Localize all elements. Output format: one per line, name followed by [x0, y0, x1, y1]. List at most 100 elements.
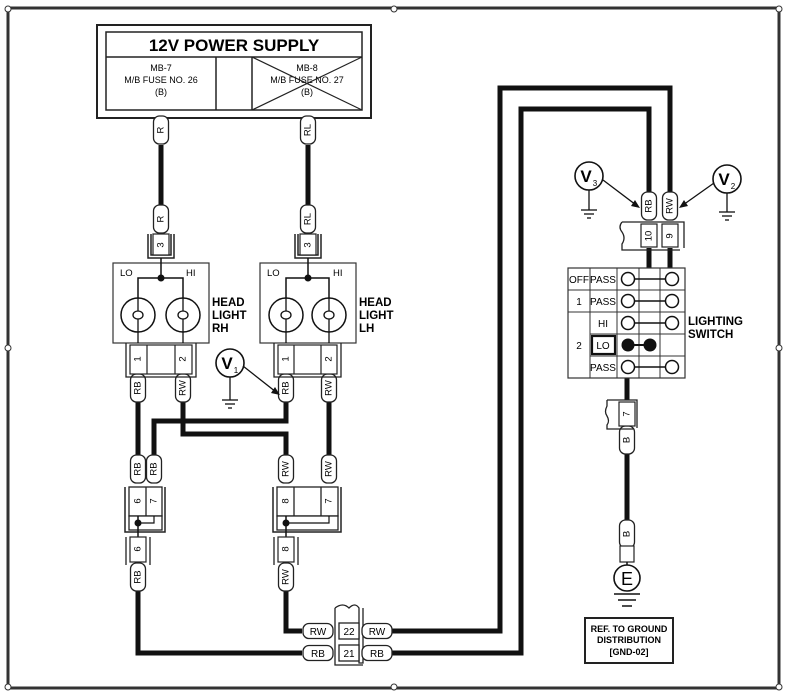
wire-terminal-rb: RB [129, 562, 147, 592]
joint-connector-rh: 6 7 6 [124, 486, 166, 565]
lighting-switch-name-1: LIGHTING [688, 316, 743, 328]
wire-rb-to-inline [135, 585, 302, 656]
voltmeter-v1: V 1 [215, 348, 280, 409]
joint-lh-pin-7: 7 [324, 498, 335, 503]
headlight-lh-hi-label: HI [333, 268, 343, 279]
connector-lh-out-pin-2: 2 [324, 356, 335, 361]
resize-handles[interactable] [4, 5, 783, 691]
connector-lh-out: 1 2 [273, 343, 342, 378]
joint-lh-pin-8: 8 [281, 498, 292, 503]
headlight-lh: LO HI HEAD LIGHT LH [259, 258, 394, 344]
fuse-right-line3: (B) [301, 87, 313, 97]
wire-color-label: RL [303, 213, 314, 225]
wire-color-label: RW [281, 461, 292, 477]
switch-position-off: OFF [569, 275, 589, 286]
wire-terminal-rw: RW [277, 562, 295, 592]
wire-color-label: RB [133, 462, 144, 475]
wire-color-label: RW [281, 569, 292, 585]
svg-text:3: 3 [593, 179, 598, 188]
switch-row-label: LO [596, 341, 610, 352]
switch-pin-9: 9 [665, 233, 676, 238]
wire-terminal-rb: RB [277, 373, 295, 403]
wire-color-label: RL [303, 124, 314, 136]
headlight-rh-lo-label: LO [120, 268, 133, 279]
wire-color-label: RW [665, 198, 676, 214]
wire-color-label: RW [324, 380, 335, 396]
wire-rb-to-switch [392, 106, 652, 656]
lighting-switch-name-2: SWITCH [688, 329, 733, 341]
resize-handle-bottom[interactable] [390, 683, 398, 691]
connector-lh-out-pin-1: 1 [281, 356, 292, 361]
headlight-rh-name-1: HEAD [212, 297, 245, 309]
wire-terminal-rb: RB [640, 191, 658, 221]
inline-connector: 22 21 [334, 604, 364, 666]
switch-row-label: HI [598, 319, 608, 330]
switch-contact-row [620, 315, 680, 331]
wire-terminal-rb: RB [129, 454, 147, 484]
connector-rh-out-pin-2: 2 [178, 356, 189, 361]
fuse-left-line1: MB-7 [150, 63, 172, 73]
headlight-rh: LO HI HEAD LIGHT RH [112, 258, 247, 344]
switch-output-connector: 7 [604, 399, 638, 430]
switch-input-connector: 10 9 [619, 221, 685, 251]
ground-ref-line1: REF. TO GROUND [591, 624, 668, 634]
wire-terminal-rw: RW [661, 191, 679, 221]
wire-terminal-rl: RL [299, 115, 317, 145]
wires [135, 85, 673, 656]
resize-handle-bottom-left[interactable] [4, 683, 12, 691]
probe-arrow [602, 179, 637, 206]
wire-color-label: RW [369, 627, 386, 638]
switch-row-label: PASS [590, 275, 616, 286]
wire-rw-to-switch [392, 85, 673, 634]
svg-text:1: 1 [234, 366, 239, 375]
switch-position-1: 1 [576, 297, 582, 308]
resize-handle-top[interactable] [390, 5, 398, 13]
wire-color-label: RW [310, 627, 327, 638]
resize-handle-right[interactable] [775, 344, 783, 352]
headlight-lh-name-1: HEAD [359, 297, 392, 309]
switch-position-2: 2 [576, 341, 582, 352]
wire-color-label: RB [133, 570, 144, 583]
wire-color-label: R [156, 126, 167, 133]
resize-handle-left[interactable] [4, 344, 12, 352]
power-supply-box: 12V POWER SUPPLY MB-7 M/B FUSE NO. 26 (B… [96, 24, 372, 119]
wire-color-label: RW [178, 380, 189, 396]
wire-terminal-r: R [152, 115, 170, 145]
ground-ref-line3: [GND-02] [609, 647, 648, 657]
ground-point: E REF. TO GROUND DISTRIBUTION [GND-02] [584, 545, 674, 664]
headlight-lh-name-3: LH [359, 323, 374, 335]
resize-handle-bottom-right[interactable] [775, 683, 783, 691]
voltmeter-v2: V 2 [679, 164, 742, 221]
switch-contacts [620, 271, 680, 375]
fuse-right-cross-2 [251, 56, 363, 111]
joint-rh-out-pin: 6 [133, 546, 144, 551]
resize-handle-top-left[interactable] [4, 5, 12, 13]
wire-color-label: RB [311, 649, 325, 660]
voltmeter-v3: V 3 [574, 161, 640, 219]
headlight-lh-lo-label: LO [267, 268, 280, 279]
wire-terminal-rw: RW [302, 622, 334, 640]
wire-rw-to-inline [283, 585, 302, 634]
connector-rh-in: 3 [147, 233, 175, 259]
wire-terminal-rw: RW [361, 622, 393, 640]
wire-lh-rb [151, 400, 289, 455]
svg-text:V: V [718, 170, 730, 189]
ground-symbol: E [621, 569, 633, 589]
fuse-right-line1: MB-8 [296, 63, 318, 73]
wire-terminal-rl: RL [299, 204, 317, 234]
wire-terminal-b: B [618, 425, 636, 455]
fuse-left-line3: (B) [155, 87, 167, 97]
probe-arrow [242, 365, 277, 393]
headlight-lh-name-2: LIGHT [359, 310, 394, 322]
switch-contact-row [620, 359, 680, 375]
inline-pin-22: 22 [343, 627, 355, 638]
wire-terminal-rw: RW [320, 373, 338, 403]
connector-lh-in-pin: 3 [303, 242, 314, 247]
switch-pin-10: 10 [644, 231, 655, 242]
headlight-rh-name-3: RH [212, 323, 229, 335]
wire-rh-rw [180, 400, 289, 455]
resize-handle-top-right[interactable] [775, 5, 783, 13]
connector-lh-in: 3 [294, 233, 322, 259]
connector-rh-out-pin-1: 1 [133, 356, 144, 361]
